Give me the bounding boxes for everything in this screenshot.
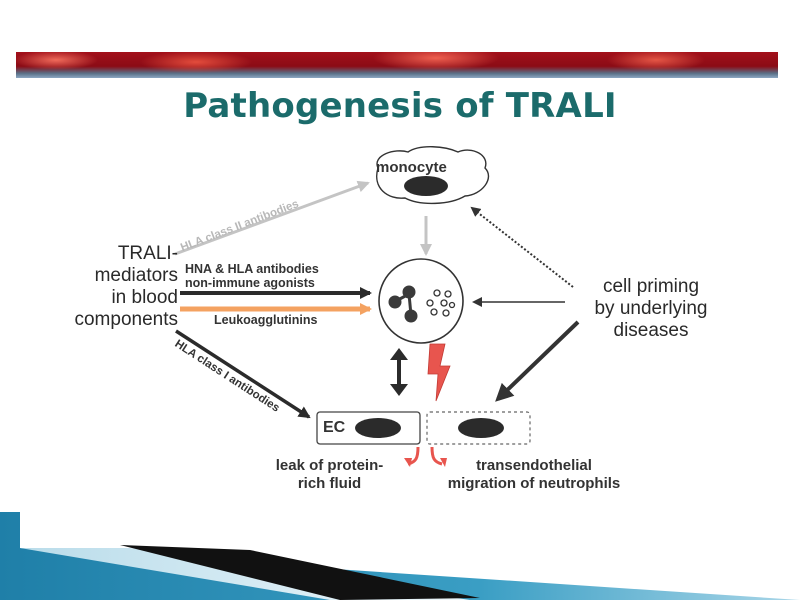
label-leukoagglutinins: Leukoagglutinins	[214, 313, 318, 327]
arrow-hla-class-i	[175, 329, 311, 419]
monocyte-label: monocyte	[376, 159, 447, 176]
arrow-priming-to-monocyte	[470, 206, 574, 288]
ec-label: EC	[323, 419, 346, 436]
label-non-immune: non-immune agonists	[185, 276, 315, 290]
priming-label: cell priming by underlying diseases	[594, 276, 708, 341]
monocyte-nucleus	[404, 176, 448, 196]
neutrophil-nucleus	[388, 285, 418, 323]
neutrophil-granules	[426, 289, 456, 317]
label-hna-hla: HNA & HLA antibodies	[185, 262, 319, 276]
monocyte-cell	[376, 146, 490, 205]
header-banner	[16, 52, 778, 78]
ec-nucleus-2	[458, 418, 504, 438]
arrow-hla-class-ii	[174, 180, 370, 256]
lightning-bolt	[427, 343, 451, 402]
migration-label: transendothelial migration of neutrophil…	[447, 457, 621, 492]
leak-label: leak of protein- rich fluid	[275, 457, 384, 492]
neutrophil-cell	[378, 258, 464, 344]
arrow-priming-to-ec	[495, 320, 580, 402]
mediators-label: TRALI- mediators in blood components	[74, 243, 178, 330]
slide-title: Pathogenesis of TRALI	[183, 86, 617, 126]
ec-nucleus	[355, 418, 401, 438]
double-arrow	[390, 348, 408, 396]
